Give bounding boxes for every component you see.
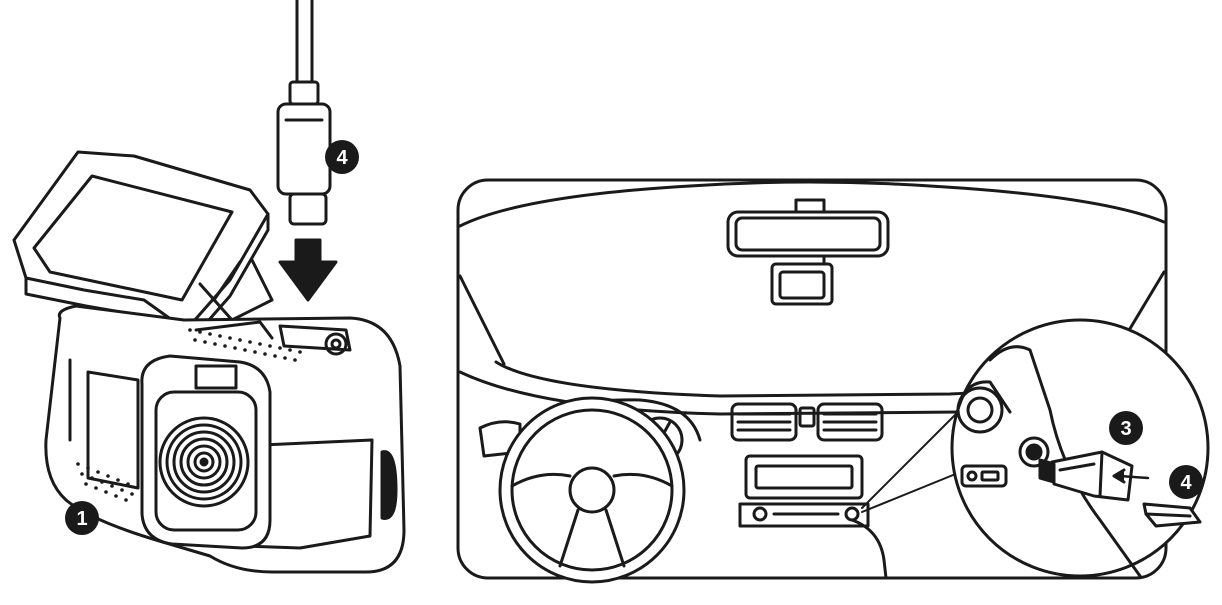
callout-step-4-usb: 4 xyxy=(1169,465,1203,499)
svg-text:4: 4 xyxy=(336,147,348,169)
adhesive-mount xyxy=(12,150,274,348)
svg-text:4: 4 xyxy=(1180,472,1192,494)
air-vents xyxy=(478,402,884,458)
speaker-grille xyxy=(76,328,302,502)
callout-step-3-socket: 3 xyxy=(1109,411,1143,445)
usb-c-cable xyxy=(276,0,332,226)
steering-wheel xyxy=(498,396,686,584)
svg-text:3: 3 xyxy=(1120,418,1131,440)
callout-step-1-camera: 1 xyxy=(65,501,99,535)
camera-lens xyxy=(140,354,272,550)
usb-plug xyxy=(1142,502,1202,528)
svg-text:1: 1 xyxy=(76,508,87,530)
mounted-dashcam xyxy=(770,254,834,306)
magnifier-inset xyxy=(950,318,1210,578)
dashcam-illustration xyxy=(12,0,406,574)
arrow-down-icon xyxy=(278,238,338,302)
callout-step-4-camera: 4 xyxy=(325,140,359,174)
car-charger-adapter xyxy=(1038,450,1134,502)
